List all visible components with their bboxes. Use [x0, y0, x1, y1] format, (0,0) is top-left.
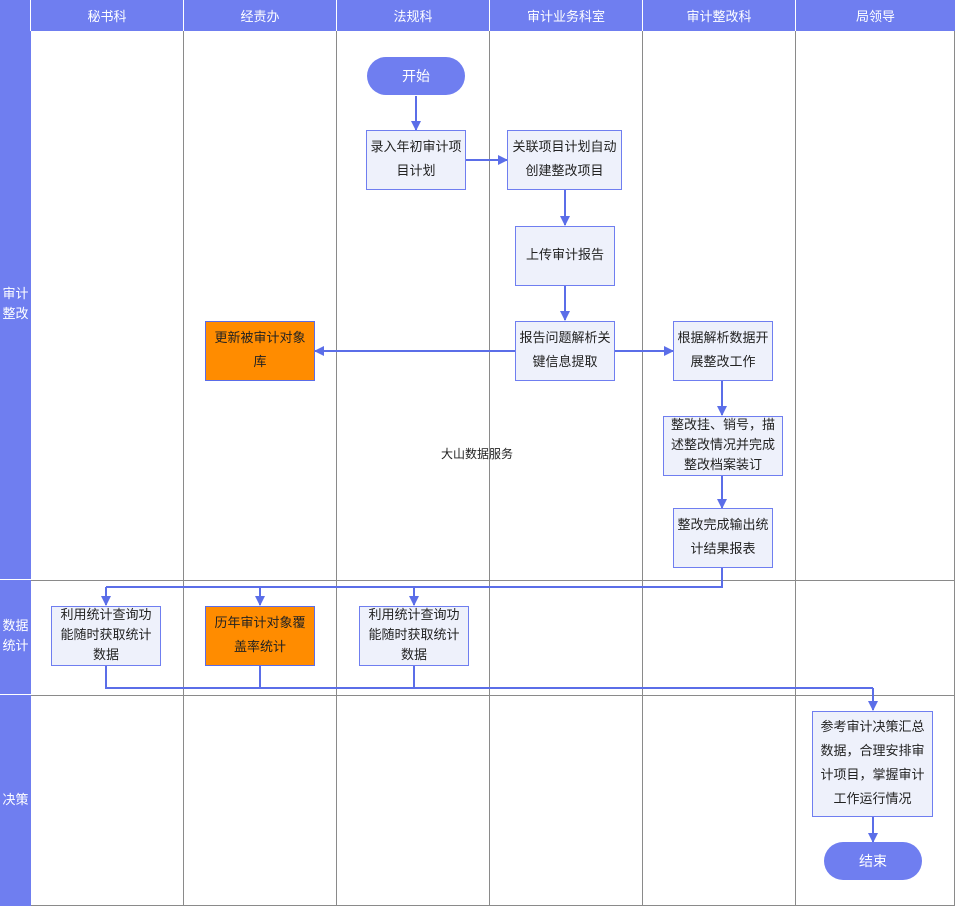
phase-label-decision: 决策 [0, 695, 31, 906]
phase-divider [31, 580, 955, 581]
node-rectify-work: 根据解析数据开展整改工作 [673, 321, 773, 381]
end-terminal: 结束 [824, 842, 922, 880]
start-terminal: 开始 [367, 57, 465, 95]
node-update-audit-db: 更新被审计对象库 [205, 321, 315, 381]
phase-label-rectification-text: 审计整改 [2, 287, 29, 322]
lane-divider [336, 31, 337, 906]
lane-divider [642, 31, 643, 906]
lane-header-secretary: 秘书科 [31, 0, 184, 31]
arrow-stats-merge [105, 666, 873, 689]
node-coverage-stats: 历年审计对象覆盖率统计 [205, 606, 315, 666]
watermark-text: 大山数据服务 [441, 447, 514, 461]
phase-label-statistics-text: 数据统计 [2, 619, 29, 654]
lane-header-audit-business: 审计业务科室 [490, 0, 643, 31]
lane-header-legal: 法规科 [337, 0, 490, 31]
phase-label-statistics: 数据统计 [0, 580, 31, 695]
node-output-report: 整改完成输出统计结果报表 [673, 508, 773, 568]
lane-header-economic-office: 经责办 [184, 0, 337, 31]
node-parse-report: 报告问题解析关键信息提取 [515, 321, 615, 381]
node-link-plan: 关联项目计划自动创建整改项目 [507, 130, 622, 190]
node-rectify-record: 整改挂、销号，描述整改情况并完成整改档案装订 [663, 416, 783, 476]
lane-divider [489, 31, 490, 906]
lane-header-leadership: 局领导 [796, 0, 955, 31]
node-query-stats-legal: 利用统计查询功能随时获取统计数据 [359, 606, 469, 666]
arrow-output-report-split [106, 568, 723, 588]
lane-header-rectification: 审计整改科 [643, 0, 796, 31]
phase-divider [31, 695, 955, 696]
lane-divider [183, 31, 184, 906]
phase-label-decision-text: 决策 [2, 792, 29, 808]
node-upload-report: 上传审计报告 [515, 226, 615, 286]
node-enter-plan: 录入年初审计项目计划 [366, 130, 466, 190]
header-corner [0, 0, 31, 31]
lane-divider [795, 31, 796, 906]
node-decision: 参考审计决策汇总数据，合理安排审计项目，掌握审计工作运行情况 [812, 711, 933, 817]
phase-label-rectification: 审计整改 [0, 31, 31, 580]
node-query-stats-secretary: 利用统计查询功能随时获取统计数据 [51, 606, 161, 666]
